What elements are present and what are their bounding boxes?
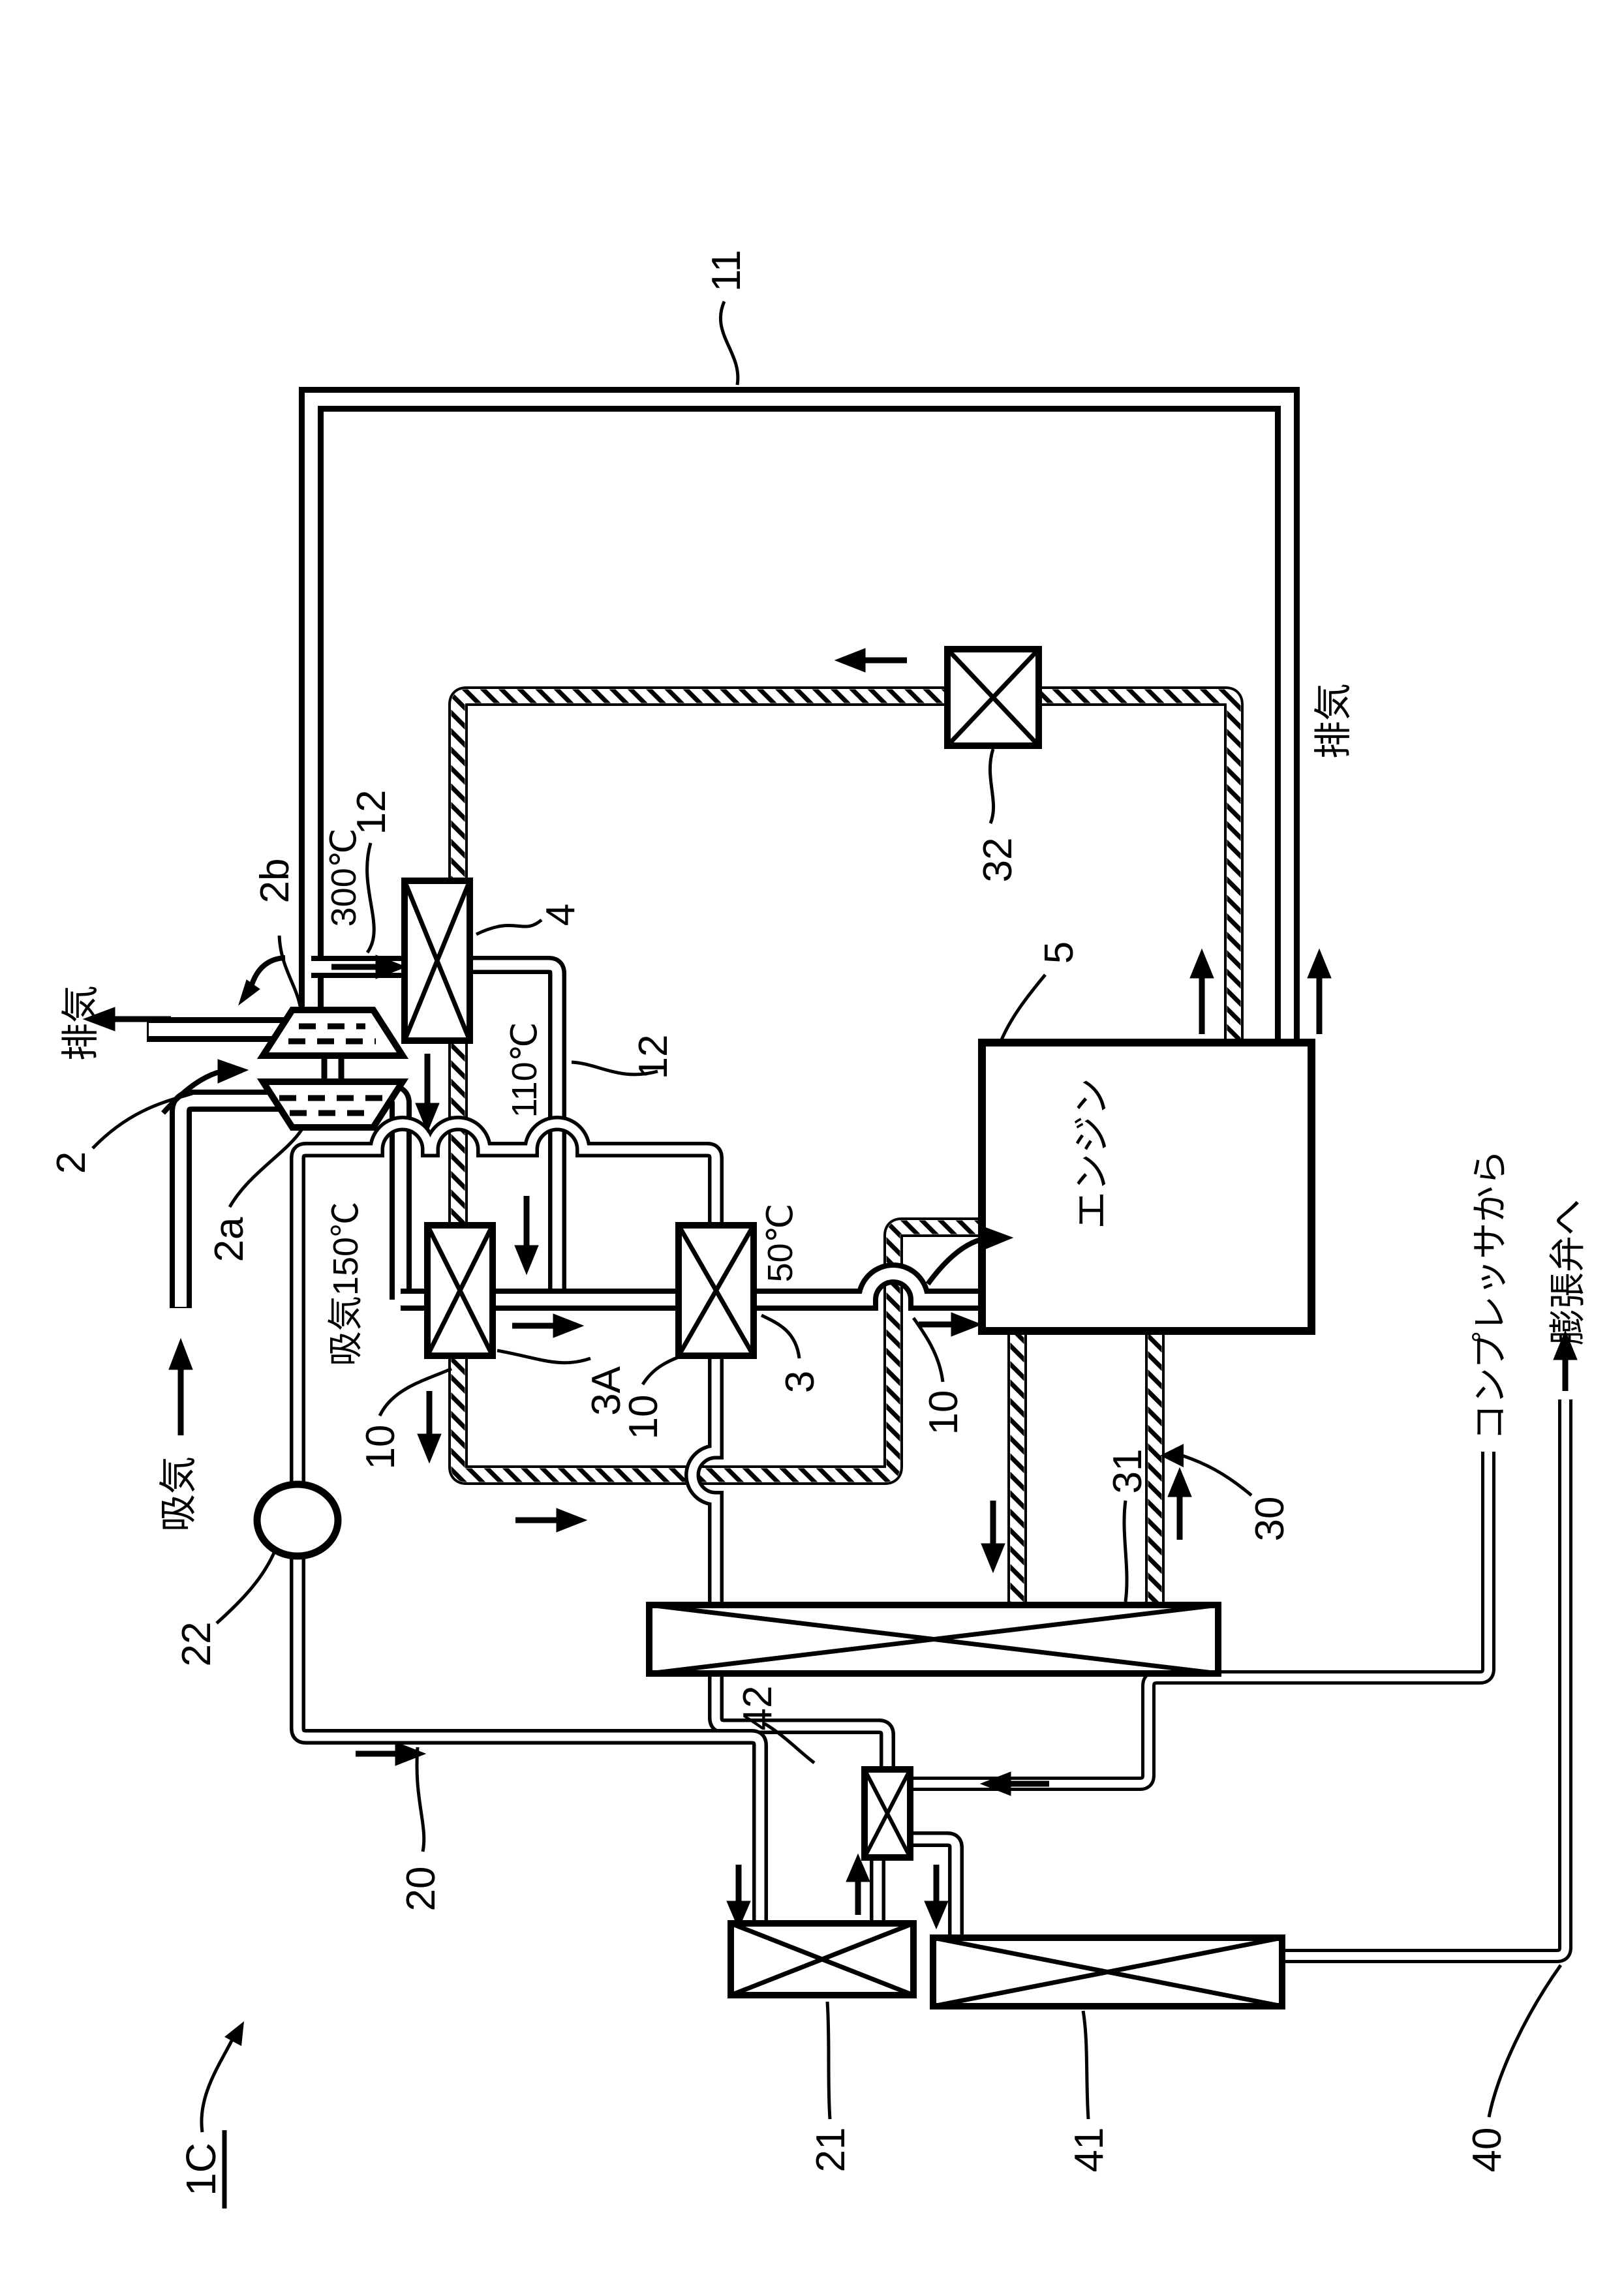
engine-text: エンジン [1071, 1078, 1113, 1229]
refrigerant-upper-run-pipe [290, 1116, 724, 1488]
label-40: 40 [1465, 2128, 1510, 2173]
label-4: 4 [538, 904, 583, 926]
flow-arrows [82, 648, 1578, 1930]
label-21: 21 [808, 2128, 853, 2173]
label-2b: 2b [253, 859, 298, 904]
pipe-42-to-41 [907, 1831, 964, 1944]
intake-text: 吸気 [157, 1456, 200, 1532]
label-22: 22 [174, 1622, 219, 1667]
hx-42-box [861, 1766, 913, 1861]
evaporator-21-box [728, 1920, 917, 1998]
radiator-31-box [646, 1602, 1221, 1677]
from-compressor-line [907, 1452, 1495, 1791]
leader-lines [91, 300, 1563, 2133]
intake-150-text: 吸気150℃ [326, 1202, 365, 1366]
label-10-left: 10 [358, 1425, 403, 1470]
exhaust-outer-loop-pipe-11 [299, 387, 1300, 1057]
label-32: 32 [975, 838, 1020, 883]
engine-block [978, 1039, 1315, 1335]
hx3a-charge-cooler [424, 1222, 496, 1359]
pump-22-circle [253, 1480, 342, 1560]
hx4-egr-cooler [401, 878, 473, 1044]
to-expansion-valve-line [1266, 1399, 1572, 1963]
label-41: 41 [1067, 2128, 1112, 2173]
turbine-2b [256, 1007, 409, 1059]
to-expansion-valve-text: 膨張弁へ [1547, 1199, 1588, 1345]
label-2a: 2a [207, 1217, 252, 1262]
hx3-charge-cooler [675, 1222, 757, 1359]
label-11: 11 [704, 250, 749, 292]
exhaust-left-text: 排気 [59, 985, 102, 1061]
egr-pipe-110c [457, 956, 566, 1298]
from-compressor-text: コンプレッサから [1469, 1150, 1510, 1441]
label-30: 30 [1248, 1497, 1293, 1542]
label-3: 3 [778, 1371, 823, 1393]
radiator-loop-pipe-30 [1007, 1331, 1165, 1605]
label-3a: 3A [584, 1366, 629, 1415]
coolant-loop-pipe-10 [448, 686, 1244, 1485]
charge-air-pipe-50c [401, 1262, 992, 1311]
temp-110: 110℃ [505, 1022, 544, 1118]
refrigerant-hx3-to-42-pipe [684, 1349, 895, 1775]
leader-arrowheads [224, 1444, 1184, 2046]
label-42: 42 [735, 1686, 780, 1731]
label-10-mid: 10 [621, 1395, 666, 1440]
label-2: 2 [49, 1152, 94, 1174]
label-20: 20 [399, 1867, 444, 1912]
figure-id-label: 1C [177, 2143, 224, 2196]
label-12-lower: 12 [631, 1035, 676, 1080]
label-12-upper: 12 [349, 790, 394, 835]
turbo-shaft [321, 1056, 345, 1082]
coolant-valve-32-box [944, 646, 1042, 749]
temp-300: 300℃ [324, 829, 363, 927]
label-31: 31 [1105, 1449, 1150, 1494]
compressor-2a [256, 1078, 409, 1131]
refrigerant-line-20-pipe [290, 1553, 768, 1928]
intake-inlet-pipe [170, 1090, 287, 1308]
temp-50: 50℃ [761, 1204, 800, 1283]
condenser-41-box [930, 1934, 1285, 2009]
label-5: 5 [1037, 941, 1082, 964]
label-10-right: 10 [921, 1390, 966, 1435]
exhaust-right-text: 排気 [1312, 683, 1355, 759]
